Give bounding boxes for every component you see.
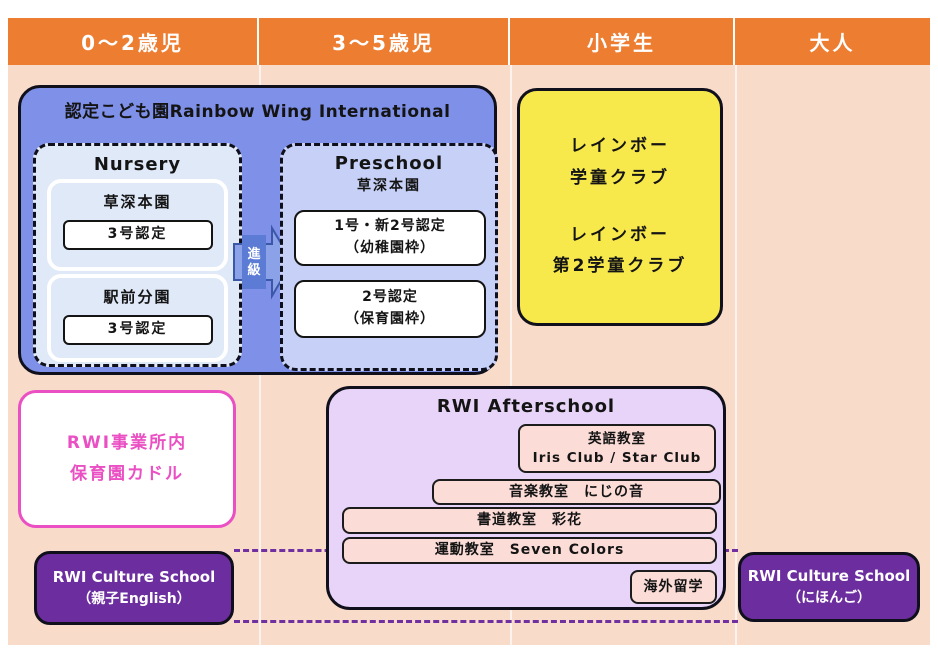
culture-school-nihongo-box: RWI Culture School （にほんご） <box>738 552 920 622</box>
campus-cert-badge: 3号認定 <box>62 220 213 250</box>
afterschool-box: RWI Afterschool 英語教室 Iris Club / Star Cl… <box>326 386 726 610</box>
nursery-campus-ekimae: 駅前分園 3号認定 <box>47 274 228 362</box>
preschool-cert-1: 1号・新2号認定 （幼稚園枠） <box>294 210 486 266</box>
cert-line: 1号・新2号認定 <box>334 218 446 235</box>
preschool-title: Preschool <box>334 153 444 174</box>
arrow-char-1: 進 <box>247 246 261 262</box>
culture-connector-lower <box>234 620 738 623</box>
cuddle-line1: RWI事業所内 <box>66 433 188 454</box>
nursery-campus-kusafuka: 草深本園 3号認定 <box>47 179 228 271</box>
cert-line: 2号認定 <box>362 289 418 306</box>
campus-name: 駅前分園 <box>103 288 172 306</box>
gakudou-club-box: レインボー 学童クラブ レインボー 第2学童クラブ <box>517 88 723 326</box>
campus-name: 草深本園 <box>103 193 172 211</box>
gakudou-club2-line2: 第2学童クラブ <box>552 256 688 277</box>
arrow-char-2: 級 <box>247 262 261 278</box>
program-english-class: 英語教室 Iris Club / Star Club <box>518 424 716 473</box>
program-line: 音楽教室 にじの音 <box>509 483 644 500</box>
header-col-age-3-5: 3～5歳児 <box>259 18 510 65</box>
cuddle-nursery-box: RWI事業所内 保育園カドル <box>18 390 236 528</box>
program-line: 英語教室 <box>588 431 646 448</box>
preschool-box: Preschool 草深本園 1号・新2号認定 （幼稚園枠） 2号認定 （保育園… <box>280 143 498 371</box>
kodomoen-title: 認定こども園Rainbow Wing International <box>64 102 451 122</box>
program-line: Iris Club / Star Club <box>532 449 702 466</box>
culture-line1: RWI Culture School <box>747 566 911 585</box>
afterschool-title: RWI Afterschool <box>436 396 616 417</box>
program-calligraphy-class: 書道教室 彩花 <box>342 507 717 534</box>
culture-line2: （にほんご） <box>787 589 871 606</box>
column-divider-2 <box>510 65 512 645</box>
nursery-box: Nursery 草深本園 3号認定 駅前分園 3号認定 <box>33 143 242 367</box>
program-music-class: 音楽教室 にじの音 <box>432 479 721 505</box>
nursery-title: Nursery <box>93 154 182 175</box>
culture-school-english-box: RWI Culture School （親子English） <box>34 551 234 625</box>
campus-cert-badge: 3号認定 <box>62 315 213 345</box>
gakudou-club1-line1: レインボー <box>570 136 670 157</box>
column-divider-3 <box>735 65 737 645</box>
program-sports-class: 運動教室 Seven Colors <box>342 537 717 564</box>
promotion-arrow: 進 級 <box>232 222 296 302</box>
preschool-subtitle: 草深本園 <box>357 178 421 194</box>
program-line: 運動教室 Seven Colors <box>434 542 625 559</box>
program-line: 海外留学 <box>643 578 704 595</box>
header-col-adult: 大人 <box>809 31 856 55</box>
age-group-header: 0～2歳児 3～5歳児 小学生 大人 <box>8 18 930 65</box>
culture-line2: （親子English） <box>77 590 191 607</box>
preschool-cert-2: 2号認定 （保育園枠） <box>294 280 486 338</box>
cert-line: （保育園枠） <box>345 311 435 327</box>
culture-line1: RWI Culture School <box>52 567 216 586</box>
cuddle-line2: 保育園カドル <box>70 464 184 484</box>
gakudou-club2-line1: レインボー <box>570 225 670 245</box>
header-col-age-0-2: 0～2歳児 <box>8 18 259 65</box>
header-col-elementary: 小学生 <box>510 18 735 65</box>
program-study-abroad: 海外留学 <box>630 570 717 604</box>
cert-line: （幼稚園枠） <box>345 240 435 256</box>
kodomoen-box: 認定こども園Rainbow Wing International Nursery… <box>18 85 498 375</box>
program-line: 書道教室 彩花 <box>477 512 582 529</box>
gakudou-club1-line2: 学童クラブ <box>570 167 670 188</box>
promotion-arrow-label: 進 級 <box>242 235 266 289</box>
